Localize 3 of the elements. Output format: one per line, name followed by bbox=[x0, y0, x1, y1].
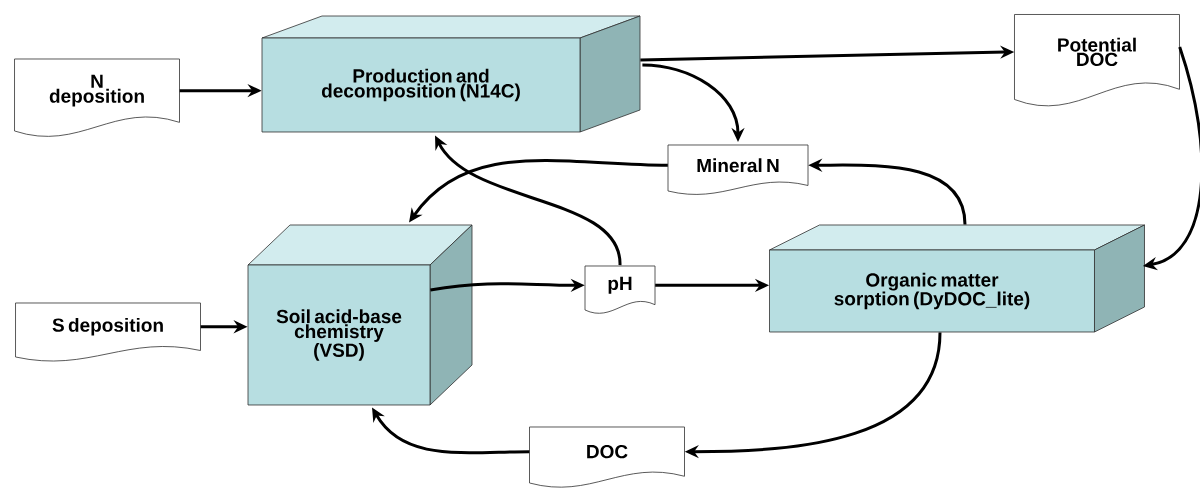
process-box: Soil acid-base chemistry (VSD) bbox=[247, 224, 473, 406]
process-box: Organic matter sorption (DyDOC_lite) bbox=[769, 224, 1145, 333]
process-box: Production and decomposition (N14C) bbox=[261, 15, 641, 133]
